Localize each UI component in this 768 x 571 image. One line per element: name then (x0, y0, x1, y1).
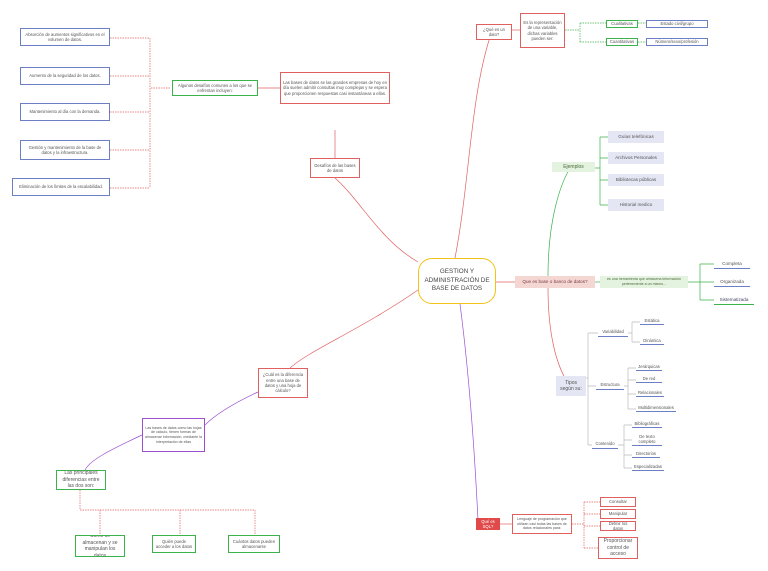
sql-use[interactable]: Manipular (600, 509, 636, 519)
tipos-node[interactable]: Tipos según su: (556, 376, 586, 396)
tipo-item[interactable]: Directorios (632, 450, 660, 458)
dato-type-cualitativas[interactable]: Cualitativas (606, 20, 638, 28)
sql-use[interactable]: Definir los datos (600, 521, 636, 531)
base-property[interactable]: Organizada (714, 277, 750, 287)
tipo-item[interactable]: De red (636, 375, 662, 383)
dato-type-cuantitativas[interactable]: Cuantitativas (606, 38, 638, 46)
que-es-base-node[interactable]: Que es base o banco de datos? (515, 276, 595, 288)
diferencia-main[interactable]: Las principales diferencias entre las do… (56, 470, 106, 490)
tipo-item[interactable]: Bibliográficas (632, 420, 662, 428)
central-topic[interactable]: GESTION Y ADMINISTRACIÓN DE BASE DE DATO… (418, 258, 496, 304)
desafios-title[interactable]: Algunos desafíos comunes a los que se en… (172, 80, 258, 96)
desafios-description[interactable]: Las bases de datos se las grandes empres… (280, 72, 390, 104)
challenge-item[interactable]: Absorción de aumentos significativos en … (20, 28, 110, 46)
diferencia-node[interactable]: ¿Cuál es la diferencia entre una base de… (258, 368, 308, 398)
tipos-group-variabilidad[interactable]: Variabilidad (598, 328, 628, 337)
desafios-node[interactable]: Desafíos de las bases de datos (310, 158, 360, 178)
tipos-group-contenido[interactable]: Contenido (592, 440, 618, 449)
diferencia-item[interactable]: Cuántos datos pueden almacenarse (228, 535, 280, 553)
ejemplo-item[interactable]: Archivos Personales (608, 152, 664, 164)
sql-definition[interactable]: Lenguaje de programación que utilizan ca… (512, 514, 572, 534)
tipos-group-estructura[interactable]: Estructura (596, 381, 624, 390)
ejemplo-item[interactable]: Bibliotecas públicas (608, 174, 664, 186)
challenge-item[interactable]: Gestión y mantenimiento de la base de da… (20, 140, 110, 160)
diferencia-description[interactable]: Las bases de datos como las hojas de cál… (142, 418, 205, 452)
que-es-un-dato-node[interactable]: ¿Qué es un dato? (476, 24, 512, 40)
tipo-item[interactable]: Jerárquicas (636, 363, 662, 371)
ejemplos-node[interactable]: Ejemplos (552, 162, 595, 172)
dato-definition[interactable]: Es la representación de una variable, di… (520, 13, 565, 48)
dato-example-cualitativas[interactable]: Estado civil/grupo (646, 20, 708, 28)
base-property[interactable]: Sistematizada (714, 295, 754, 305)
diferencia-item[interactable]: Cómo se almacenan y se manipulan los dat… (75, 535, 125, 557)
challenge-item[interactable]: Aumento de la seguridad de los datos. (20, 67, 110, 85)
tipo-item[interactable]: Multidimensionales (636, 404, 676, 412)
que-es-sql-node[interactable]: Qué es SQL? (476, 518, 500, 530)
challenge-item[interactable]: Eliminación de los límites de la escalab… (12, 178, 110, 196)
base-property[interactable]: Completa (714, 259, 750, 269)
tipo-item[interactable]: Especializadas (632, 463, 664, 471)
base-definition[interactable]: es una herramienta que almacena informac… (600, 276, 688, 288)
sql-use[interactable]: Proporcionar control de acceso (598, 537, 638, 559)
ejemplo-item[interactable]: Guías telefónicas (608, 131, 664, 143)
tipo-item[interactable]: De texto completo (632, 433, 662, 446)
tipo-item[interactable]: Estática (640, 317, 664, 325)
diferencia-item[interactable]: Quién puede acceder a los datos (152, 535, 196, 553)
sql-use[interactable]: Consultar (600, 497, 636, 507)
dato-example-cuantitativas[interactable]: Número/sexo/profesión (646, 38, 708, 46)
challenge-item[interactable]: Mantenimiento al día con la demanda. (20, 103, 110, 121)
tipo-item[interactable]: Dinámica (640, 337, 664, 345)
tipo-item[interactable]: Relacionales (636, 389, 664, 397)
ejemplo-item[interactable]: Historial medico (608, 199, 664, 211)
